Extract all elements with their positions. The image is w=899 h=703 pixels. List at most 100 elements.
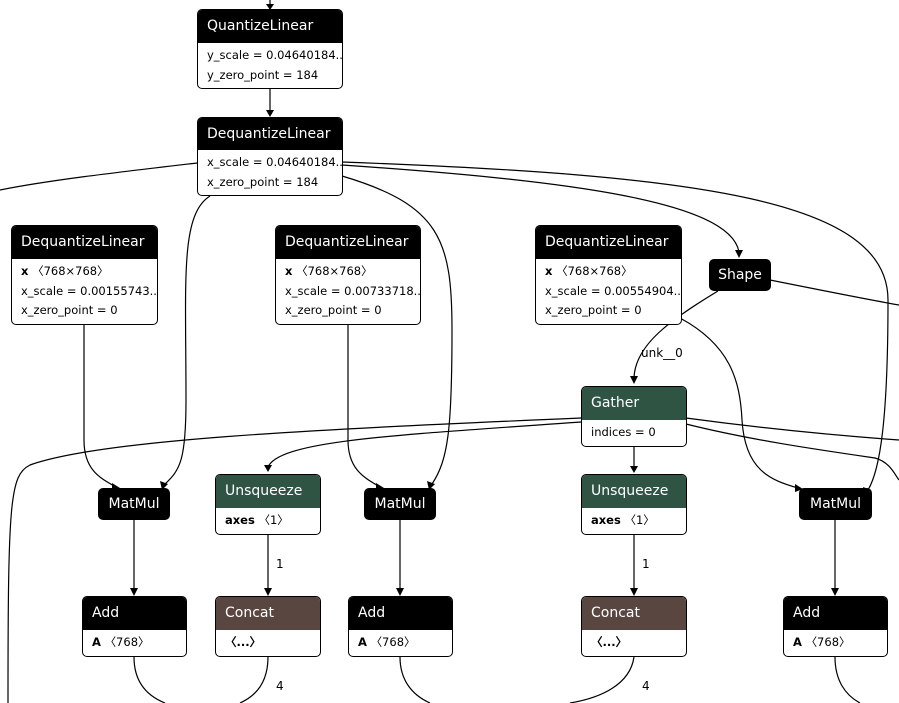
node-title: Gather bbox=[582, 387, 686, 420]
node-input: 〈...〉 bbox=[225, 633, 311, 653]
node-input: axes 〈1〉 bbox=[591, 511, 677, 531]
node-gather[interactable]: Gather indices = 0 bbox=[581, 386, 687, 447]
input-name: axes bbox=[591, 513, 621, 527]
arrow-head bbox=[160, 481, 168, 490]
node-title: Add bbox=[83, 597, 186, 630]
node-title: QuantizeLinear bbox=[198, 10, 342, 43]
edge-add-b-out bbox=[399, 656, 431, 703]
node-attr: x_scale = 0.04640184... bbox=[207, 155, 343, 169]
node-title: Add bbox=[784, 597, 887, 630]
node-input: A 〈768〉 bbox=[92, 633, 177, 653]
edge-dequant-matmul-b bbox=[341, 175, 453, 485]
edge-dequant-matmul-c bbox=[341, 161, 889, 491]
node-matmul-b[interactable]: MatMul bbox=[364, 488, 436, 520]
node-attr: y_zero_point = 184 bbox=[207, 67, 319, 82]
node-add-c[interactable]: Add A 〈768〉 bbox=[783, 596, 888, 657]
arrow-head bbox=[264, 588, 272, 596]
input-shape: 〈768×768〉 bbox=[556, 264, 633, 278]
arrow-head bbox=[264, 465, 272, 472]
node-attr: y_scale = 0.04640184... bbox=[207, 48, 343, 62]
input-name: x bbox=[285, 264, 293, 278]
input-name: 〈...〉 bbox=[225, 635, 262, 649]
node-input: axes 〈1〉 bbox=[225, 511, 311, 531]
input-shape: 〈768〉 bbox=[805, 635, 851, 649]
node-dequantize-linear-main[interactable]: DequantizeLinear x_scale = 0.04640184...… bbox=[197, 117, 343, 196]
node-dequantize-linear-c[interactable]: DequantizeLinear x 〈768×768〉 x_scale = 0… bbox=[535, 225, 682, 325]
input-shape: 〈1〉 bbox=[258, 513, 289, 527]
node-attr: x_zero_point = 0 bbox=[285, 303, 382, 317]
edge-dequant-c-matmul-c bbox=[679, 317, 799, 489]
node-title: Concat bbox=[582, 597, 686, 630]
arrow-head bbox=[630, 376, 638, 384]
edge-gather-unsqueeze-a bbox=[267, 421, 582, 468]
node-input: x 〈768×768〉 bbox=[285, 262, 411, 282]
node-add-a[interactable]: Add A 〈768〉 bbox=[82, 596, 187, 657]
edge-dequant-shape bbox=[341, 164, 740, 253]
node-dequantize-linear-a[interactable]: DequantizeLinear x 〈768×768〉 x_scale = 0… bbox=[11, 225, 158, 325]
node-concat-b[interactable]: Concat 〈...〉 bbox=[581, 596, 687, 657]
node-attr: indices = 0 bbox=[591, 425, 656, 439]
edge-dequant-b-matmul-b bbox=[347, 324, 381, 488]
node-title: DequantizeLinear bbox=[198, 118, 342, 150]
node-concat-a[interactable]: Concat 〈...〉 bbox=[215, 596, 321, 657]
node-matmul-a[interactable]: MatMul bbox=[98, 488, 170, 520]
input-shape: 〈1〉 bbox=[624, 513, 655, 527]
node-input: x 〈768×768〉 bbox=[545, 262, 672, 282]
edge-shape-gather bbox=[633, 290, 719, 379]
arrow-head bbox=[630, 466, 638, 473]
input-shape: 〈768〉 bbox=[104, 635, 150, 649]
edge-label-concat-b-out: 4 bbox=[642, 679, 650, 693]
input-name: axes bbox=[225, 513, 255, 527]
edge-dequant-a-matmul-a bbox=[83, 324, 117, 488]
edge-concat-b-out bbox=[569, 656, 635, 703]
arrow-head bbox=[630, 588, 638, 596]
edge-gather-right-1 bbox=[685, 417, 899, 441]
edge-add-a-out bbox=[133, 656, 166, 703]
edge-gather-left-long bbox=[7, 417, 582, 703]
node-title: Unsqueeze bbox=[582, 475, 686, 508]
node-quantize-linear[interactable]: QuantizeLinear y_scale = 0.04640184... y… bbox=[197, 9, 343, 89]
arrow-head bbox=[795, 484, 803, 492]
node-add-b[interactable]: Add A 〈768〉 bbox=[348, 596, 453, 657]
input-name: x bbox=[545, 264, 553, 278]
arrow-head bbox=[130, 588, 138, 596]
edge-label-unsqueeze-b: 1 bbox=[642, 557, 650, 571]
edge-shape-right-offscreen bbox=[769, 279, 899, 306]
arrow-head bbox=[396, 588, 404, 596]
arrow-head bbox=[735, 250, 743, 258]
node-title: Add bbox=[349, 597, 452, 630]
node-dequantize-linear-b[interactable]: DequantizeLinear x 〈768×768〉 x_scale = 0… bbox=[275, 225, 421, 325]
input-name: A bbox=[92, 635, 101, 649]
node-matmul-c[interactable]: MatMul bbox=[799, 488, 872, 520]
input-shape: 〈768〉 bbox=[370, 635, 416, 649]
node-input: x 〈768×768〉 bbox=[21, 262, 148, 282]
node-title: DequantizeLinear bbox=[276, 226, 420, 259]
node-shape[interactable]: Shape bbox=[709, 259, 771, 291]
node-attr: x_scale = 0.00155743... bbox=[21, 283, 158, 298]
arrow-head bbox=[427, 481, 435, 490]
arrow-head bbox=[266, 4, 274, 10]
arrow-head bbox=[831, 588, 839, 596]
node-attr: x_scale = 0.00733718... bbox=[285, 283, 421, 298]
node-attr: x_zero_point = 0 bbox=[545, 303, 642, 317]
input-shape: 〈768×768〉 bbox=[296, 264, 373, 278]
edge-add-c-out bbox=[834, 656, 861, 703]
node-input: A 〈768〉 bbox=[358, 633, 443, 653]
edge-gather-right-2 bbox=[685, 423, 899, 481]
node-title: Concat bbox=[216, 597, 320, 630]
edge-dequant-matmul-a bbox=[164, 195, 211, 485]
input-name: A bbox=[358, 635, 367, 649]
input-name: x bbox=[21, 264, 29, 278]
node-input: A 〈768〉 bbox=[793, 633, 878, 653]
node-unsqueeze-a[interactable]: Unsqueeze axes 〈1〉 bbox=[215, 474, 321, 535]
node-title: DequantizeLinear bbox=[12, 226, 157, 259]
node-title: DequantizeLinear bbox=[536, 226, 681, 259]
node-attr: x_zero_point = 184 bbox=[207, 174, 319, 189]
input-name: A bbox=[793, 635, 802, 649]
node-unsqueeze-b[interactable]: Unsqueeze axes 〈1〉 bbox=[581, 474, 687, 535]
node-attr: x_zero_point = 0 bbox=[21, 303, 118, 317]
node-input: 〈...〉 bbox=[591, 633, 677, 653]
node-attr: x_scale = 0.00554904... bbox=[545, 283, 682, 298]
node-title: Unsqueeze bbox=[216, 475, 320, 508]
